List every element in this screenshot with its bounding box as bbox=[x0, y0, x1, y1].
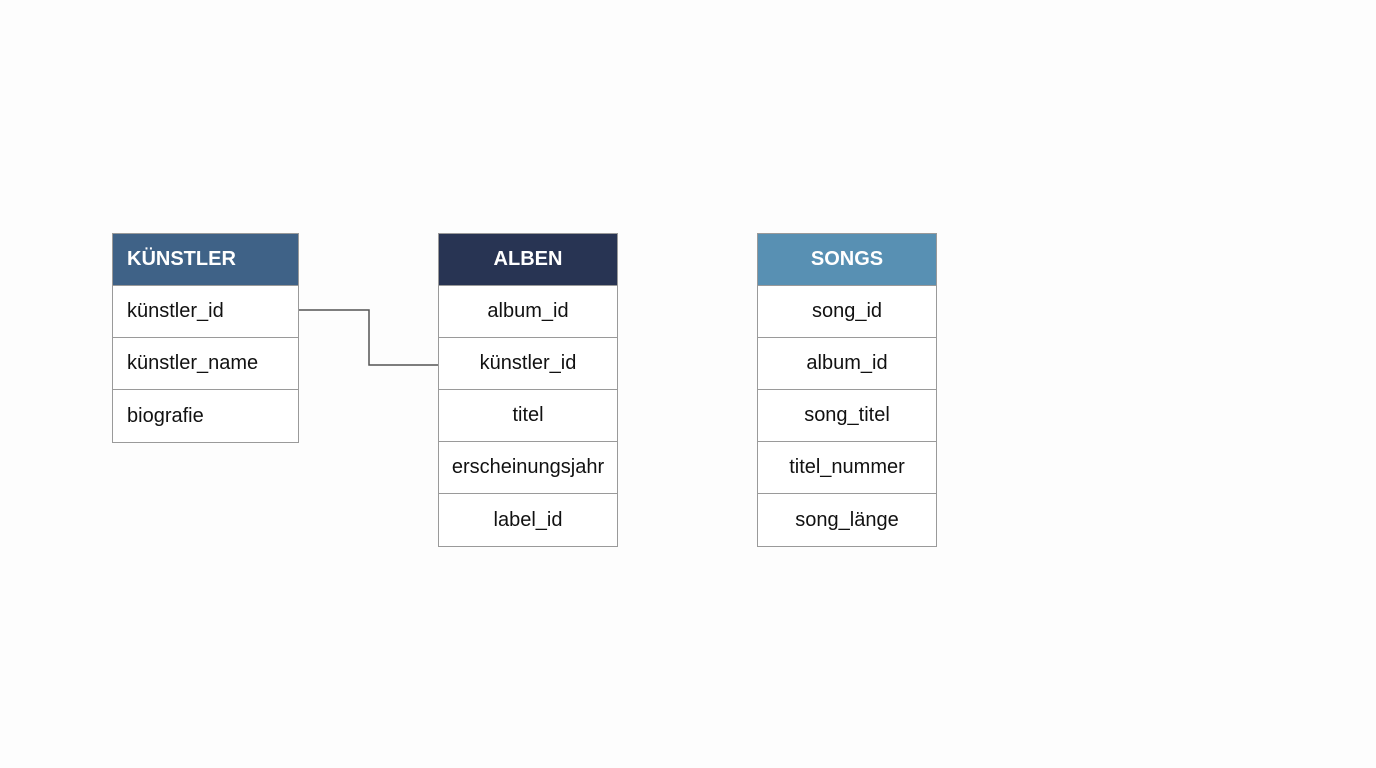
alben-table-header: ALBEN bbox=[439, 234, 617, 286]
alben-table[interactable]: ALBEN album_id künstler_id titel erschei… bbox=[438, 233, 618, 547]
field-label: album_id bbox=[487, 300, 569, 322]
field-label: album_id bbox=[806, 352, 888, 374]
kuenstler-table-title: KÜNSTLER bbox=[127, 248, 236, 270]
songs-table[interactable]: SONGS song_id album_id song_titel titel_… bbox=[757, 233, 937, 547]
field-label: titel bbox=[512, 404, 544, 426]
songs-field-song-id: song_id bbox=[758, 286, 936, 338]
alben-field-erscheinungsjahr: erscheinungsjahr bbox=[439, 442, 617, 494]
alben-field-album-id: album_id bbox=[439, 286, 617, 338]
alben-field-kuenstler-id: künstler_id bbox=[439, 338, 617, 390]
alben-table-title: ALBEN bbox=[493, 248, 563, 270]
alben-field-titel: titel bbox=[439, 390, 617, 442]
field-label: song_titel bbox=[804, 404, 890, 426]
field-label: song_id bbox=[811, 300, 883, 322]
songs-table-header: SONGS bbox=[758, 234, 936, 286]
field-label: label_id bbox=[493, 508, 563, 531]
songs-field-titel-nummer: titel_nummer bbox=[758, 442, 936, 494]
field-label: erscheinungsjahr bbox=[451, 456, 605, 478]
kuenstler-field-biografie: biografie bbox=[113, 390, 298, 442]
field-label: künstler_name bbox=[127, 352, 259, 374]
songs-table-title: SONGS bbox=[810, 248, 884, 270]
kuenstler-table-header: KÜNSTLER bbox=[113, 234, 298, 286]
field-label: künstler_id bbox=[479, 352, 577, 374]
alben-field-label-id: label_id bbox=[439, 494, 617, 546]
kuenstler-field-kuenstler-id: künstler_id bbox=[113, 286, 298, 338]
songs-field-album-id: album_id bbox=[758, 338, 936, 390]
field-label: song_länge bbox=[795, 508, 899, 531]
field-label: biografie bbox=[127, 404, 204, 427]
songs-field-song-titel: song_titel bbox=[758, 390, 936, 442]
songs-field-song-laenge: song_länge bbox=[758, 494, 936, 546]
kuenstler-field-kuenstler-name: künstler_name bbox=[113, 338, 298, 390]
kuenstler-table[interactable]: KÜNSTLER künstler_id künstler_name biogr… bbox=[112, 233, 299, 443]
field-label: titel_nummer bbox=[789, 456, 905, 478]
kuenstler-alben-relationship-line bbox=[299, 309, 438, 366]
field-label: künstler_id bbox=[127, 300, 224, 322]
